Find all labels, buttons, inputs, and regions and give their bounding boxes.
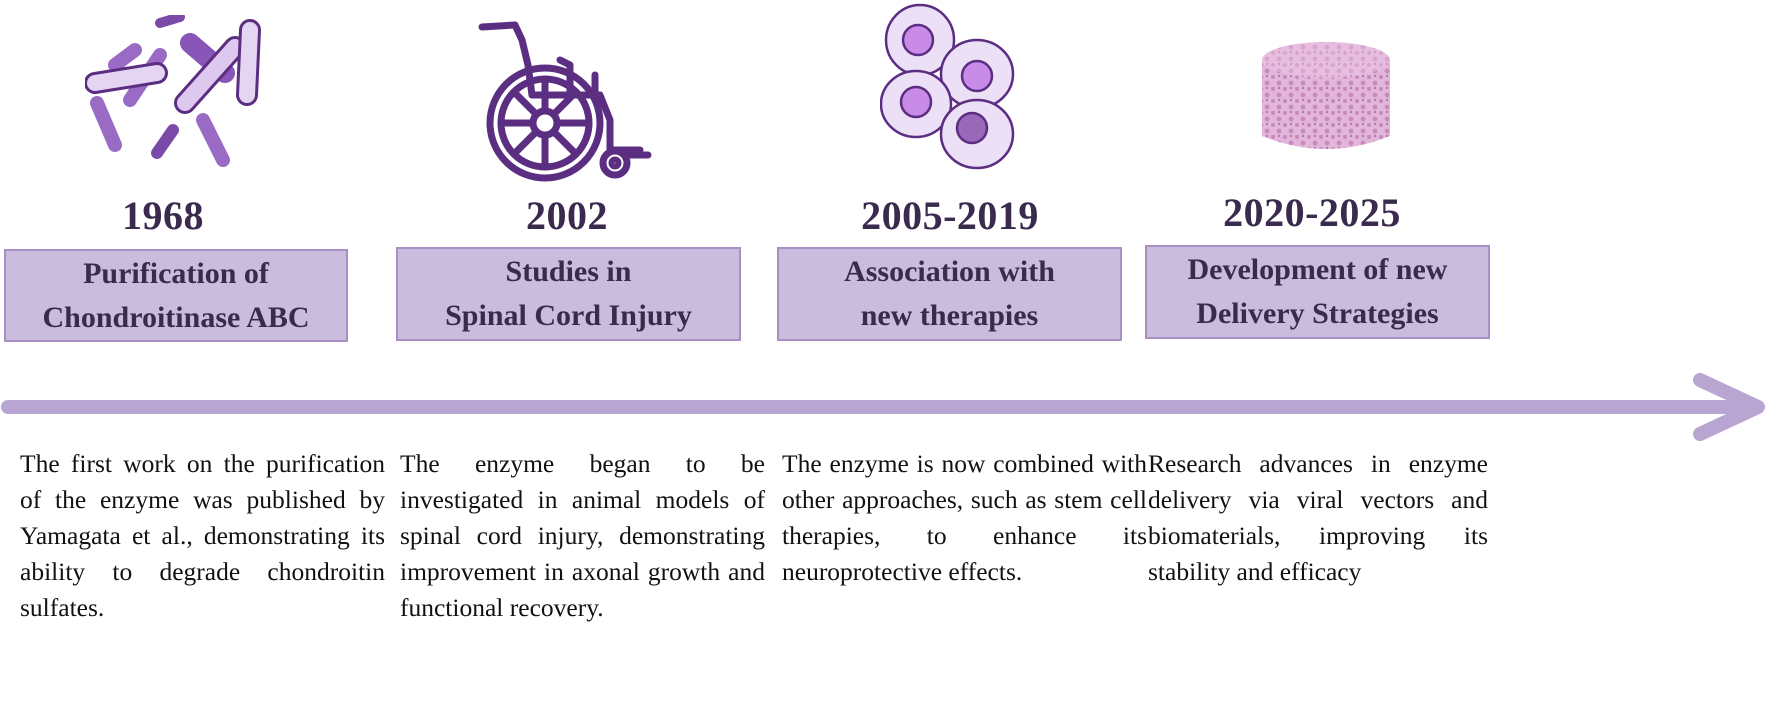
timeline-arrowhead (1693, 373, 1765, 441)
milestone-title-box-2020-2025: Development of new Delivery Strategies (1145, 245, 1490, 339)
year-label-2005-2019: 2005-2019 (861, 193, 1039, 238)
milestone-title-line: Studies in (505, 255, 632, 288)
scaffold-icon (1262, 42, 1390, 149)
year-label-2020-2025: 2020-2025 (1223, 190, 1401, 235)
wheelchair-icon (478, 21, 652, 182)
bacteria-icon (85, 15, 261, 167)
milestone-title-box-2005-2019: Association with new therapies (777, 247, 1122, 341)
timeline-arrow-line (1, 373, 1765, 441)
milestone-title-box-1968: Purification of Chondroitinase ABC (4, 249, 348, 342)
milestone-description-1968: The first work on the purification of th… (20, 449, 385, 622)
milestone-title-line: Chondroitinase ABC (42, 300, 310, 334)
milestone-title-line: Purification of (83, 256, 269, 290)
milestone-title-box-2002: Studies in Spinal Cord Injury (396, 247, 741, 341)
year-label-2002: 2002 (526, 193, 608, 238)
year-label-1968: 1968 (122, 193, 204, 238)
milestone-description-2020-2025: Research advances in enzyme delivery via… (1148, 449, 1488, 586)
milestone-title-line: Development of new (1187, 253, 1448, 286)
milestone-title-line: Association with (844, 255, 1055, 288)
milestone-title-line: Spinal Cord Injury (445, 299, 692, 332)
milestone-title-line: Delivery Strategies (1196, 297, 1439, 330)
milestone-title-line: new therapies (860, 299, 1039, 332)
cells-icon (880, 3, 1015, 170)
milestone-description-2002: The enzyme began to be investigated in a… (400, 449, 765, 622)
milestone-description-2005-2019: The enzyme is now combined with other ap… (782, 449, 1147, 586)
